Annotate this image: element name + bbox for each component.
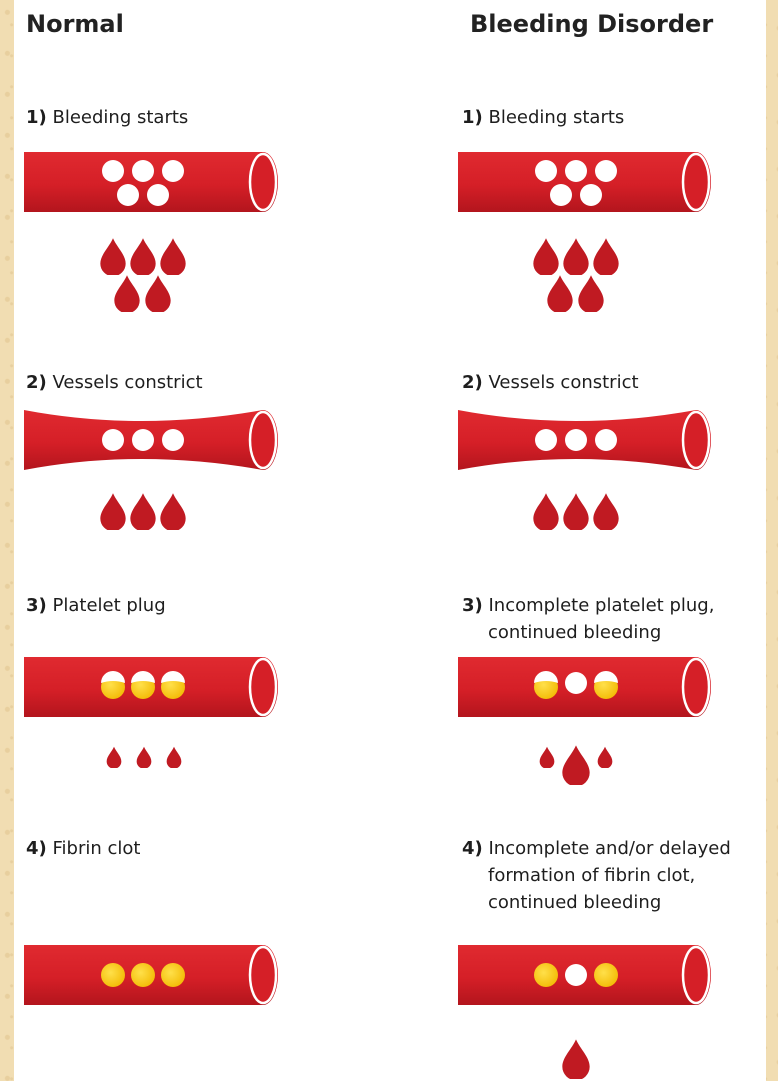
blood-cell [162, 429, 184, 451]
normal-vessel-1 [24, 152, 278, 212]
blood-cell [595, 160, 617, 182]
disorder-blood-drops-1 [533, 238, 618, 313]
normal-vessel-4 [24, 945, 278, 1005]
disorder-vessel-2 [458, 410, 711, 470]
blood-cell [132, 429, 154, 451]
blood-cell [102, 160, 124, 182]
fibrin-clot-cell [131, 963, 155, 987]
blood-cell [535, 429, 557, 451]
disorder-blood-drops-2 [533, 493, 618, 531]
disorder-blood-drops-4 [562, 1039, 589, 1080]
blood-cell [117, 184, 139, 206]
fibrin-clot-cell [534, 963, 558, 987]
disorder-vessel-4 [458, 945, 711, 1005]
platelet-plug [101, 671, 185, 699]
normal-blood-drops-3 [107, 747, 182, 769]
blood-cell [565, 964, 587, 986]
normal-blood-drops-2 [100, 493, 185, 531]
blood-cell [565, 160, 587, 182]
normal-vessel-2 [24, 410, 278, 470]
blood-cell [162, 160, 184, 182]
blood-cell [550, 184, 572, 206]
disorder-blood-drops-3 [540, 745, 613, 786]
fibrin-clot-cell [161, 963, 185, 987]
blood-cell [535, 160, 557, 182]
blood-cell [580, 184, 602, 206]
normal-blood-drops-1 [100, 238, 185, 313]
blood-cell [102, 429, 124, 451]
blood-cell [147, 184, 169, 206]
disorder-vessel-1 [458, 152, 711, 212]
disorder-vessel-3 [458, 657, 711, 717]
blood-cell [565, 429, 587, 451]
blood-cell [595, 429, 617, 451]
fibrin-clot-cell [101, 963, 125, 987]
normal-vessel-3 [24, 657, 278, 717]
blood-cell [132, 160, 154, 182]
fibrin-clot-cell [594, 963, 618, 987]
